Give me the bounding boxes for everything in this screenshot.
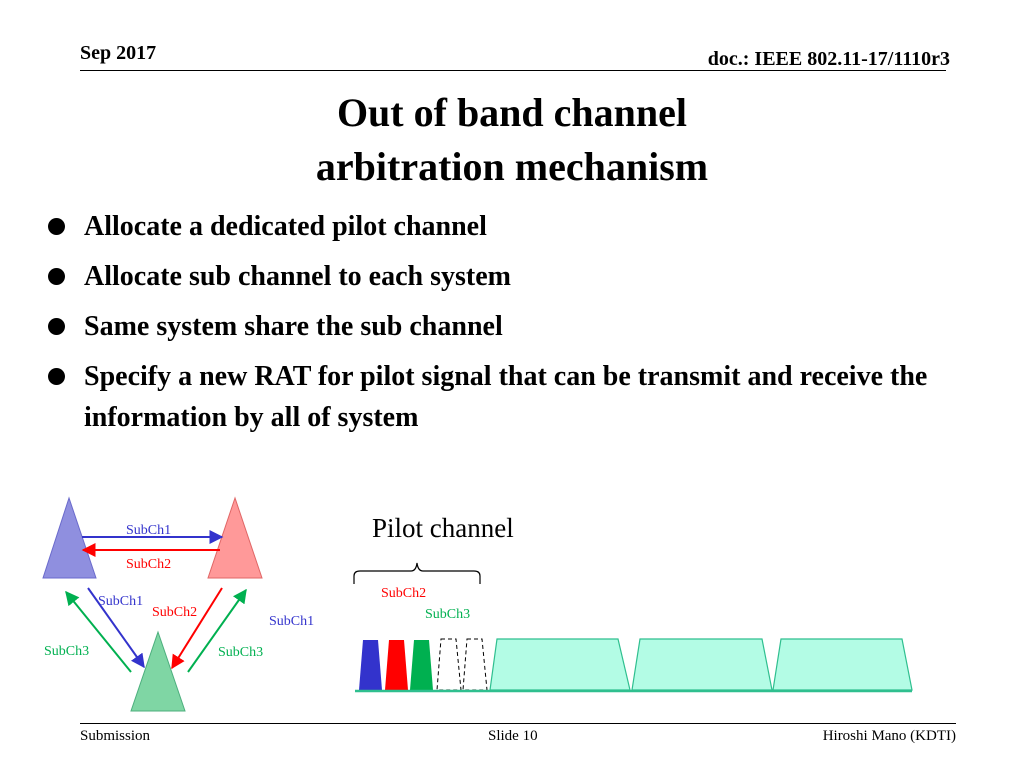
subchannel-blue-bar xyxy=(359,640,382,690)
channel-diagram: SubCh1 SubCh2 SubCh1 SubCh2 SubCh3 SubCh… xyxy=(42,496,913,712)
bullet-text: Same system share the sub channel xyxy=(84,311,503,342)
header-doc-id: doc.: IEEE 802.11-17/1110r3 xyxy=(707,48,950,70)
arrow-subch2-red-to-green xyxy=(171,587,223,670)
arrow-subch3-green-to-blue xyxy=(65,590,132,673)
bullet-item: Same system share the sub channel xyxy=(44,306,974,347)
bullet-text: Allocate sub channel to each system xyxy=(84,261,511,292)
label-top-subch2: SubCh2 xyxy=(126,557,171,572)
footer-divider xyxy=(80,723,956,724)
data-band xyxy=(772,638,913,691)
bullet-text: Allocate a dedicated pilot channel xyxy=(84,211,487,242)
subchannel-red-bar xyxy=(385,640,408,690)
footer-author: Hiroshi Mano (KDTI) xyxy=(822,728,956,744)
system-green-triangle xyxy=(130,630,186,712)
header-divider xyxy=(80,70,946,71)
footer-slide-number: Slide 10 xyxy=(488,728,538,744)
subchannel-empty-bar xyxy=(436,638,462,691)
bullet-dot-icon xyxy=(48,368,65,385)
header-date: Sep 2017 xyxy=(80,42,157,64)
footer-submission: Submission xyxy=(80,728,151,744)
title-line-1: Out of band channel xyxy=(336,90,688,135)
spectrum-subch2-label: SubCh2 xyxy=(381,586,426,601)
slide-title: Out of band channel arbitration mechanis… xyxy=(0,86,1024,194)
bullet-text: Specify a new RAT for pilot signal that … xyxy=(84,361,928,433)
bullet-dot-icon xyxy=(48,318,65,335)
pilot-channel-brace xyxy=(353,562,481,584)
data-band xyxy=(489,638,631,691)
spectrum-subch3-label: SubCh3 xyxy=(425,607,470,622)
label-left-subch2: SubCh2 xyxy=(152,605,197,620)
bullet-item: Specify a new RAT for pilot signal that … xyxy=(44,356,974,438)
arrow-subch1-blue-to-green xyxy=(87,587,145,669)
title-line-2: arbitration mechanism xyxy=(315,144,709,189)
data-band xyxy=(631,638,773,691)
bullet-list: Allocate a dedicated pilot channel Alloc… xyxy=(44,206,974,447)
bullet-item: Allocate sub channel to each system xyxy=(44,256,974,297)
label-right-subch3: SubCh3 xyxy=(218,645,263,660)
label-top-subch1: SubCh1 xyxy=(126,523,171,538)
subchannel-green-bar xyxy=(410,640,433,690)
bullet-dot-icon xyxy=(48,218,65,235)
arrow-subch3-green-to-red xyxy=(187,588,247,673)
bullet-item: Allocate a dedicated pilot channel xyxy=(44,206,974,247)
subchannel-empty-bar xyxy=(462,638,488,691)
label-left-subch1: SubCh1 xyxy=(98,594,143,609)
pilot-channel-label: Pilot channel xyxy=(372,513,514,543)
label-left-subch3: SubCh3 xyxy=(44,644,89,659)
bullet-dot-icon xyxy=(48,268,65,285)
label-right-subch1: SubCh1 xyxy=(269,614,314,629)
